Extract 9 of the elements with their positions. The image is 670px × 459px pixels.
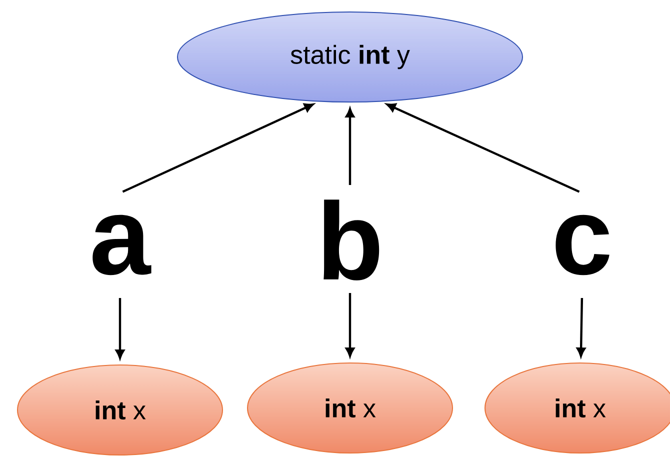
instance-letter: c [556,214,610,276]
arrow [386,103,580,193]
arrow [116,298,124,359]
arrow [346,293,354,357]
instance-letter: a [92,214,152,276]
instance-letter: b [324,200,380,280]
arrow [346,108,354,185]
arrow [576,298,586,357]
arrow [122,103,314,193]
